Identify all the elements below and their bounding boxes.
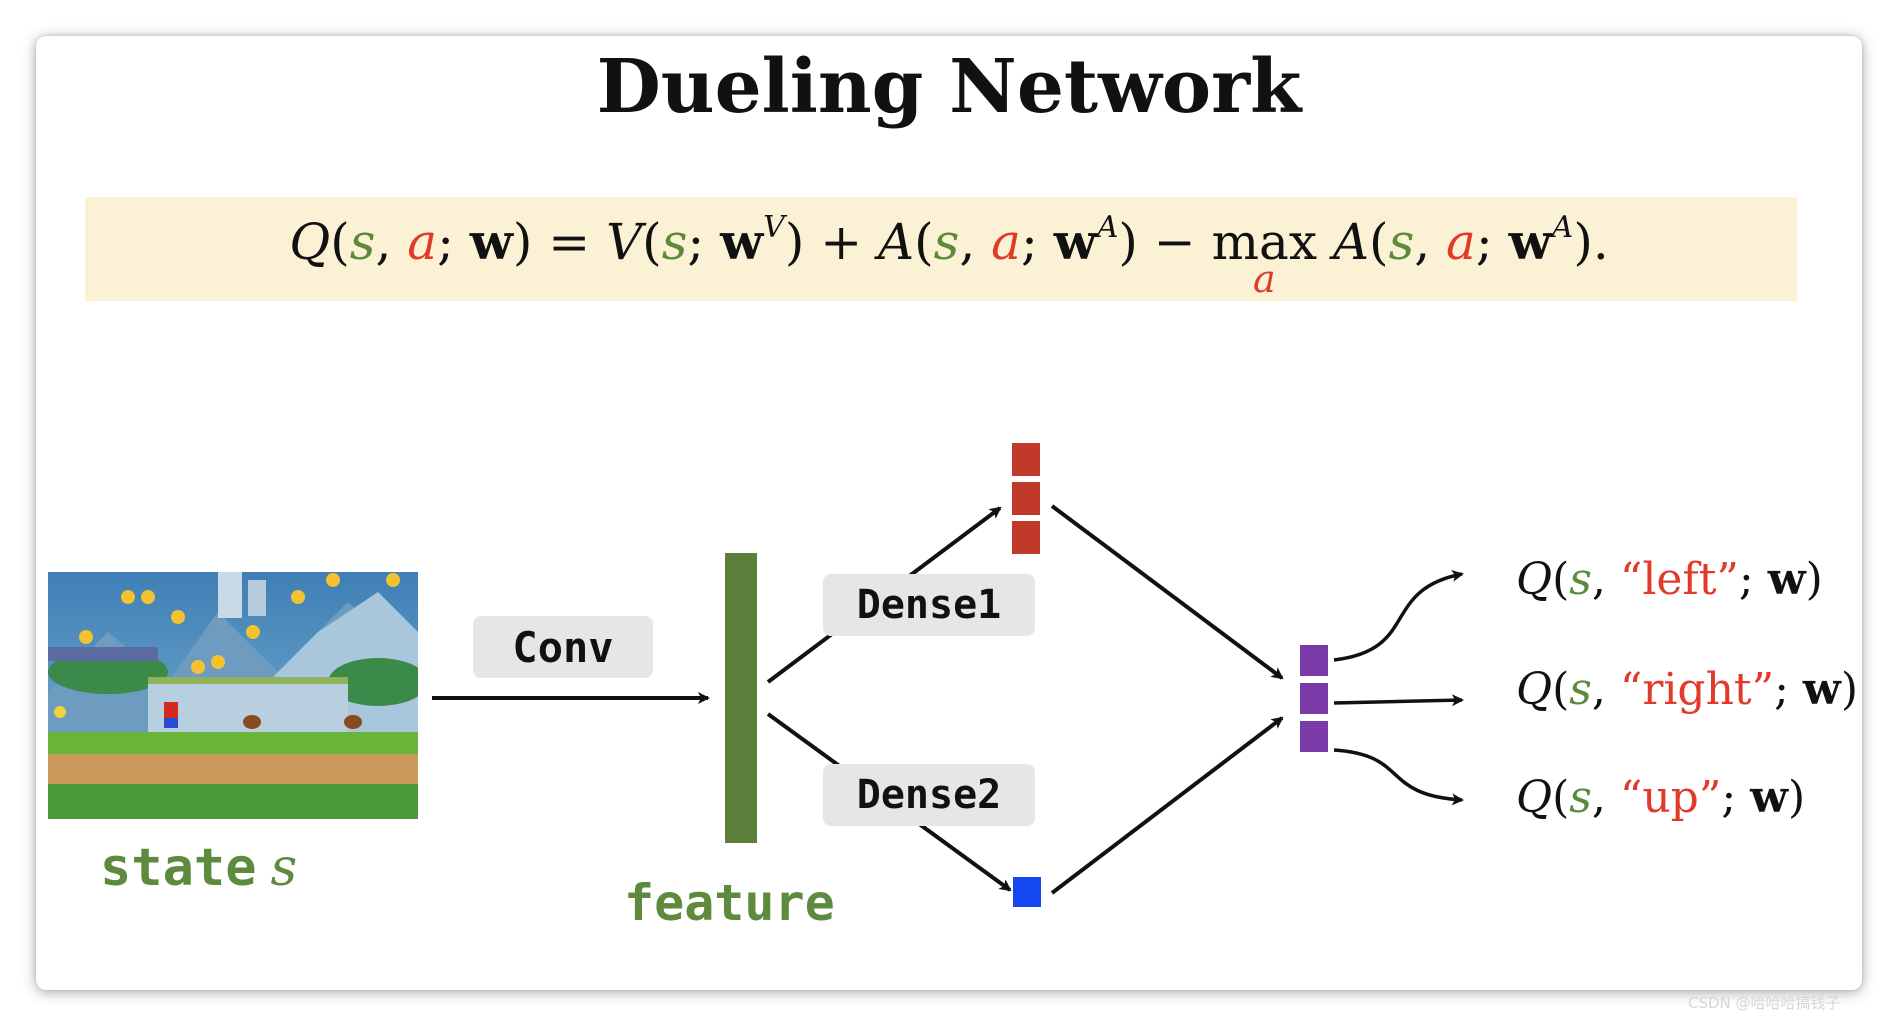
advantage-to-output-arrow — [1050, 504, 1284, 680]
feature-bar — [725, 553, 757, 843]
conv-label: Conv — [473, 616, 653, 678]
output-block — [1300, 683, 1328, 714]
dense2-label: Dense2 — [823, 764, 1035, 826]
formula-band — [85, 197, 1797, 301]
feature-label: feature — [624, 874, 835, 932]
value-block — [1013, 877, 1041, 907]
right-output-arrow — [1333, 694, 1464, 707]
dueling-formula: Q(s, a; w) = V(s; wV) + A(s, a; wA) − ma… — [289, 210, 1609, 301]
up-output-arrow — [1333, 748, 1464, 806]
q-output-up: Q(s, “up”; w) — [1516, 772, 1806, 823]
dense1-label: Dense1 — [823, 574, 1035, 636]
page-title: Dueling Network — [596, 44, 1302, 130]
advantage-block — [1012, 443, 1040, 476]
q-output-right: Q(s, “right”; w) — [1516, 664, 1858, 715]
advantage-block — [1012, 521, 1040, 554]
left-output-arrow — [1333, 570, 1464, 662]
output-block — [1300, 645, 1328, 676]
q-output-left: Q(s, “left”; w) — [1516, 554, 1823, 605]
output-block — [1300, 721, 1328, 752]
game-screenshot — [48, 572, 418, 819]
slide-card — [36, 36, 1862, 990]
advantage-block — [1012, 482, 1040, 515]
watermark: CSDN @哈哈哈搞钱子 — [1688, 994, 1841, 1012]
value-to-output-arrow — [1050, 716, 1284, 895]
